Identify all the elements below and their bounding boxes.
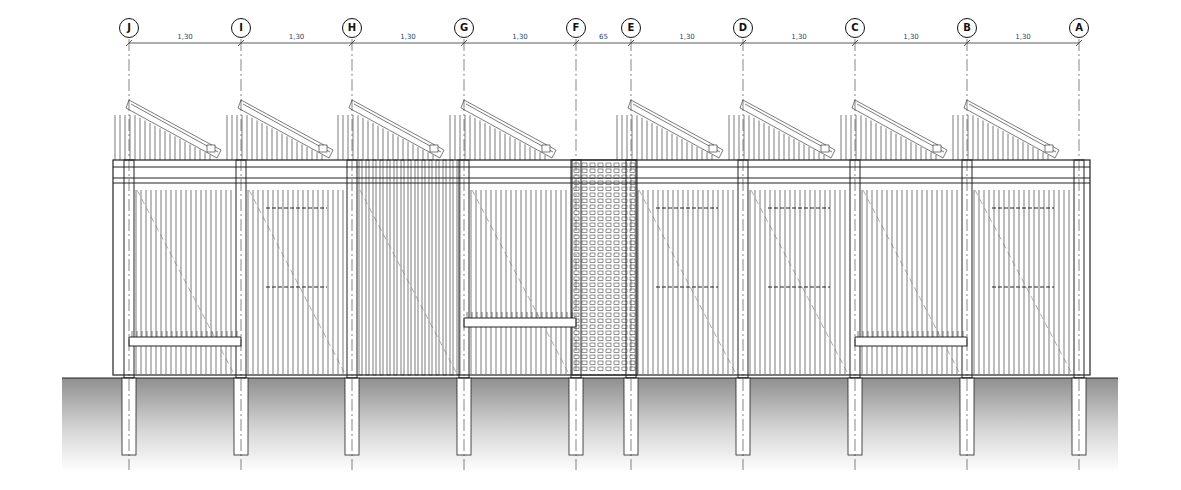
- ground-line: [62, 377, 1118, 378]
- grid-label: D: [739, 23, 747, 33]
- grid-bubble: F: [566, 18, 586, 38]
- grid-label: E: [628, 23, 635, 33]
- grid-bubble: H: [342, 18, 362, 38]
- dimension-tick: [349, 40, 355, 46]
- structure: [113, 100, 1090, 378]
- dimension-text: 1,30: [902, 34, 920, 41]
- dimension-text: 1,30: [399, 34, 417, 41]
- grid-axis: [576, 39, 577, 470]
- grid-axis: [241, 39, 242, 470]
- dimension-text: 1,30: [511, 34, 529, 41]
- grid-bubble: G: [454, 18, 474, 38]
- grid-axis: [631, 39, 632, 470]
- grid-label: H: [348, 23, 356, 33]
- grid-axis: [743, 39, 744, 470]
- dimension-text: 1,30: [678, 34, 696, 41]
- grid-bubble: B: [957, 18, 977, 38]
- dimension-line: [129, 43, 1079, 44]
- ground: [62, 378, 1118, 472]
- dimension-tick: [964, 40, 970, 46]
- grid-label: G: [460, 23, 468, 33]
- dimension-tick: [628, 40, 634, 46]
- dimension-text: 1,30: [176, 34, 194, 41]
- grid-axis: [352, 39, 353, 470]
- grid-label: C: [851, 23, 858, 33]
- grid-label: A: [1075, 23, 1083, 33]
- grid-bubble: J: [119, 18, 139, 38]
- grid-label: J: [127, 23, 131, 33]
- dimension-tick: [238, 40, 244, 46]
- dimension-tick: [461, 40, 467, 46]
- grid-axis: [855, 39, 856, 470]
- grid-axis: [1079, 39, 1080, 470]
- dimension-text: 1,30: [1014, 34, 1032, 41]
- dimension-tick: [852, 40, 858, 46]
- dimension-tick: [1076, 40, 1082, 46]
- dimension-text: 65: [598, 34, 609, 41]
- dimension-text: 1,30: [288, 34, 306, 41]
- dimension-tick: [573, 40, 579, 46]
- dimension-text: 1,30: [790, 34, 808, 41]
- grid-bubble: C: [845, 18, 865, 38]
- dimension-tick: [740, 40, 746, 46]
- grid-bubble: E: [621, 18, 641, 38]
- grid-bubble: I: [231, 18, 251, 38]
- grid-bubble: D: [733, 18, 753, 38]
- grid-label: B: [963, 23, 971, 33]
- grid-axis: [967, 39, 968, 470]
- grid-label: F: [573, 23, 580, 33]
- grid-axis: [129, 39, 130, 470]
- grid-label: I: [239, 23, 243, 33]
- dimension-tick: [126, 40, 132, 46]
- grid-bubble: A: [1069, 18, 1089, 38]
- grid-axis: [464, 39, 465, 470]
